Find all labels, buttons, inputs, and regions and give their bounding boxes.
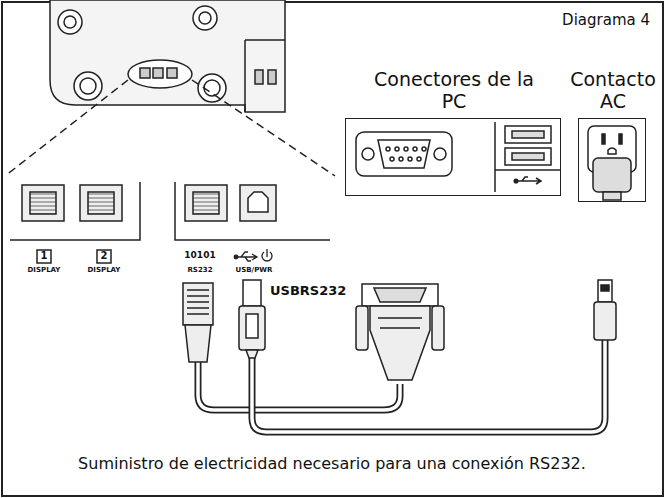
rj-plug bbox=[183, 283, 213, 362]
pc-connector-panel: Conectores de la PC bbox=[345, 118, 561, 196]
port-label: RS232 bbox=[187, 266, 212, 274]
pc-ports bbox=[356, 122, 560, 192]
db9-plug bbox=[356, 284, 444, 380]
usb-power-icons bbox=[234, 249, 272, 261]
cable-name: USBRS232 bbox=[270, 284, 346, 299]
projector bbox=[50, 0, 285, 112]
diagram-title: Diagrama 4 bbox=[562, 12, 650, 29]
ac-outlet bbox=[588, 126, 636, 200]
ac-outlet-box: Contacto AC bbox=[578, 118, 646, 202]
zoom-lines bbox=[5, 80, 335, 176]
serial-symbol: 10101 bbox=[184, 250, 215, 260]
display-number: 1 bbox=[41, 250, 48, 262]
usb-b-plug bbox=[239, 280, 265, 358]
box-heading: Conectores de la PC bbox=[364, 69, 544, 113]
port-label: USB/PWR bbox=[236, 266, 273, 274]
port-panel bbox=[10, 182, 330, 263]
display-number: 2 bbox=[101, 250, 108, 262]
port-label: DISPLAY bbox=[88, 266, 121, 274]
port-label: DISPLAY bbox=[28, 266, 61, 274]
diagram-caption: Suministro de electricidad necesario par… bbox=[78, 455, 586, 473]
usb-a-plug bbox=[594, 280, 616, 340]
box-heading: Contacto AC bbox=[558, 69, 665, 113]
